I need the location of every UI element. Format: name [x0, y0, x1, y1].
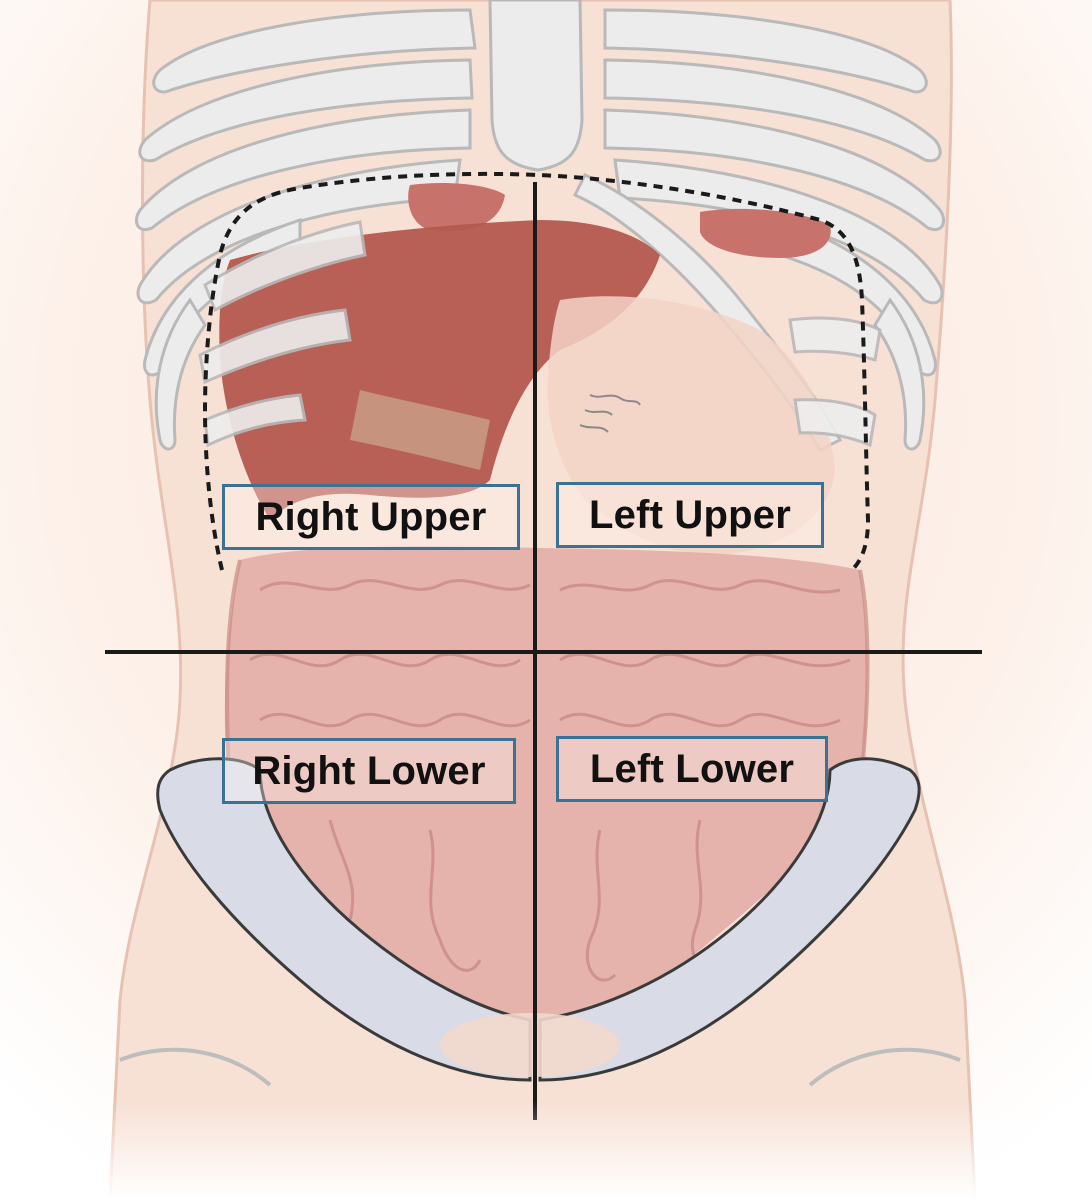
sternum	[490, 0, 582, 170]
bottom-fade	[0, 1100, 1092, 1200]
label-left-upper: Left Upper	[556, 482, 824, 548]
label-left-lower: Left Lower	[556, 736, 828, 802]
label-right-upper: Right Upper	[222, 484, 520, 550]
bladder	[440, 1013, 620, 1077]
label-right-lower: Right Lower	[222, 738, 516, 804]
